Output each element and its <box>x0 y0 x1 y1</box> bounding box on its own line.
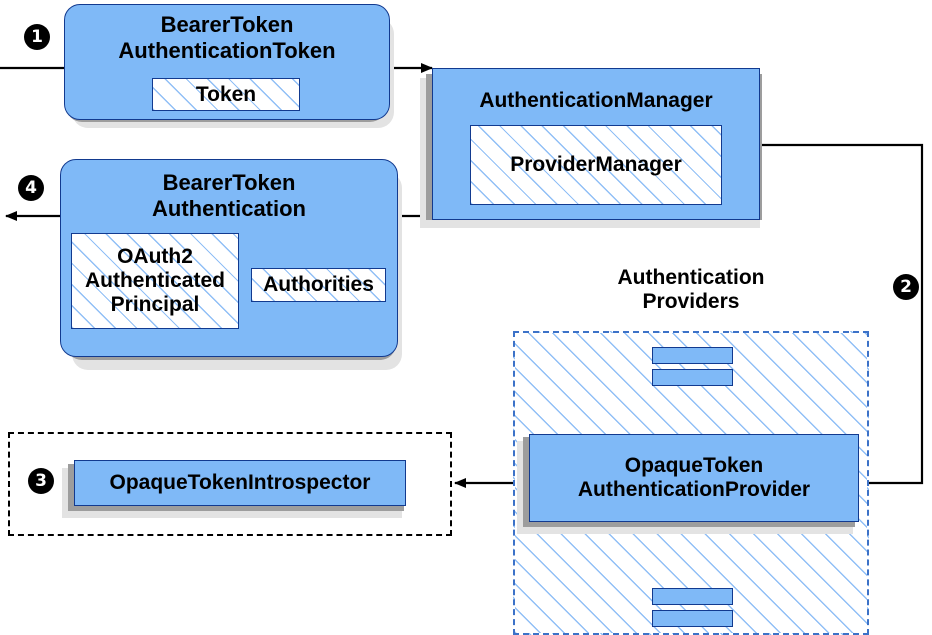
bearer-token-authentication-token-line1: BearerToken <box>160 12 294 37</box>
authentication-providers-label-line1: Authentication <box>617 266 765 289</box>
step-marker-2: 2 <box>893 274 919 300</box>
step-marker-2-number: 2 <box>900 277 912 297</box>
authorities-label: Authorities <box>263 273 374 297</box>
oauth2-authenticated-principal-panel[interactable]: OAuth2 Authenticated Principal <box>71 233 239 329</box>
authorities-panel[interactable]: Authorities <box>251 268 386 302</box>
provider-manager-label: ProviderManager <box>510 153 682 177</box>
step-marker-4: 4 <box>18 175 44 201</box>
token-panel[interactable]: Token <box>152 78 300 111</box>
opaque-token-authentication-provider[interactable]: OpaqueToken AuthenticationProvider <box>529 434 859 522</box>
oauth2-authenticated-principal-line3: Principal <box>110 292 200 316</box>
step-marker-4-number: 4 <box>25 178 37 198</box>
provider-list-bar-bottom-2 <box>652 610 733 627</box>
step-marker-3: 3 <box>28 468 54 494</box>
step-marker-3-number: 3 <box>35 471 47 491</box>
opaque-token-introspector-label: OpaqueTokenIntrospector <box>109 470 371 494</box>
bearer-token-authentication-token-line2: AuthenticationToken <box>118 38 336 63</box>
opaque-token-introspector[interactable]: OpaqueTokenIntrospector <box>74 460 406 506</box>
oauth2-authenticated-principal-line1: OAuth2 <box>117 245 193 269</box>
provider-manager-panel[interactable]: ProviderManager <box>470 125 722 205</box>
bearer-token-authentication-token[interactable]: BearerToken AuthenticationToken <box>64 4 390 120</box>
authentication-providers-label-line2: Providers <box>642 290 740 314</box>
step-marker-1-number: 1 <box>31 27 43 47</box>
provider-list-bar-top-1 <box>652 347 733 364</box>
authentication-manager-title: AuthenticationManager <box>479 89 713 112</box>
authentication-providers-label: Authentication Providers <box>513 266 869 314</box>
bearer-token-authentication-line2: Authentication <box>152 196 306 221</box>
token-label: Token <box>195 82 257 106</box>
bearer-token-authentication-line1: BearerToken <box>162 170 296 195</box>
provider-list-bar-bottom-1 <box>652 588 733 605</box>
oauth2-authenticated-principal-line2: Authenticated <box>84 269 225 293</box>
opaque-token-introspector-group <box>8 432 452 536</box>
provider-list-bar-top-2 <box>652 369 733 386</box>
opaque-token-authentication-provider-line2: AuthenticationProvider <box>577 478 811 501</box>
step-marker-1: 1 <box>24 24 50 50</box>
opaque-token-authentication-provider-line1: OpaqueToken <box>624 453 764 477</box>
